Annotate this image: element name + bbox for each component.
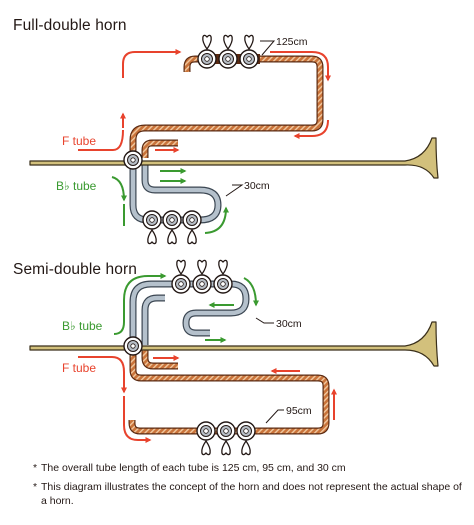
semi-double-diagram: 30cm 95cm B♭ tube F tube <box>29 259 439 456</box>
full-f-arrows <box>78 49 331 153</box>
semi-bflat-arrows <box>113 273 259 343</box>
full-bflat-tube-label: B♭ tube <box>56 179 97 193</box>
asterisk-icon: * <box>33 480 38 493</box>
full-bflat-valves <box>142 210 202 245</box>
full-bell <box>29 137 439 179</box>
footnote-text: The overall tube length of each tube is … <box>41 462 346 474</box>
semi-f-length-label: 95cm <box>286 405 312 417</box>
semi-double-horn-title: Semi-double horn <box>13 261 137 278</box>
full-f-length-label: 125cm <box>276 36 308 48</box>
semi-f-valves <box>196 421 256 456</box>
semi-f-tube-label: F tube <box>62 361 96 375</box>
semi-f-length-leader <box>265 409 284 424</box>
full-bflat-arrows <box>111 168 229 234</box>
footnotes: * The overall tube length of each tube i… <box>33 461 463 509</box>
footnote: * This diagram illustrates the concept o… <box>33 480 463 509</box>
semi-bflat-length-leader <box>255 317 274 324</box>
footnote: * The overall tube length of each tube i… <box>33 461 463 476</box>
semi-bell <box>29 321 439 367</box>
full-bflat-length-leader <box>225 184 244 197</box>
full-f-tube-label: F tube <box>62 134 96 148</box>
semi-change-valve <box>123 336 143 356</box>
semi-bflat-tube <box>129 280 250 345</box>
semi-bflat-tube-label: B♭ tube <box>62 319 103 333</box>
footnote-text: This diagram illustrates the concept of … <box>41 480 462 508</box>
full-double-horn-title: Full-double horn <box>13 17 127 34</box>
semi-bflat-length-label: 30cm <box>276 318 302 330</box>
asterisk-icon: * <box>33 462 38 474</box>
semi-f-arrows <box>78 355 337 443</box>
semi-bflat-valves <box>171 259 233 294</box>
full-f-length-leader <box>260 40 276 56</box>
full-double-diagram: 125cm 30cm F tube B♭ tube <box>29 34 439 245</box>
semi-f-tube <box>128 350 330 435</box>
full-bflat-length-label: 30cm <box>244 180 270 192</box>
full-f-tube <box>129 55 324 158</box>
full-bflat-tube <box>129 160 222 224</box>
full-f-valves <box>197 34 260 69</box>
full-change-valve <box>123 150 143 170</box>
